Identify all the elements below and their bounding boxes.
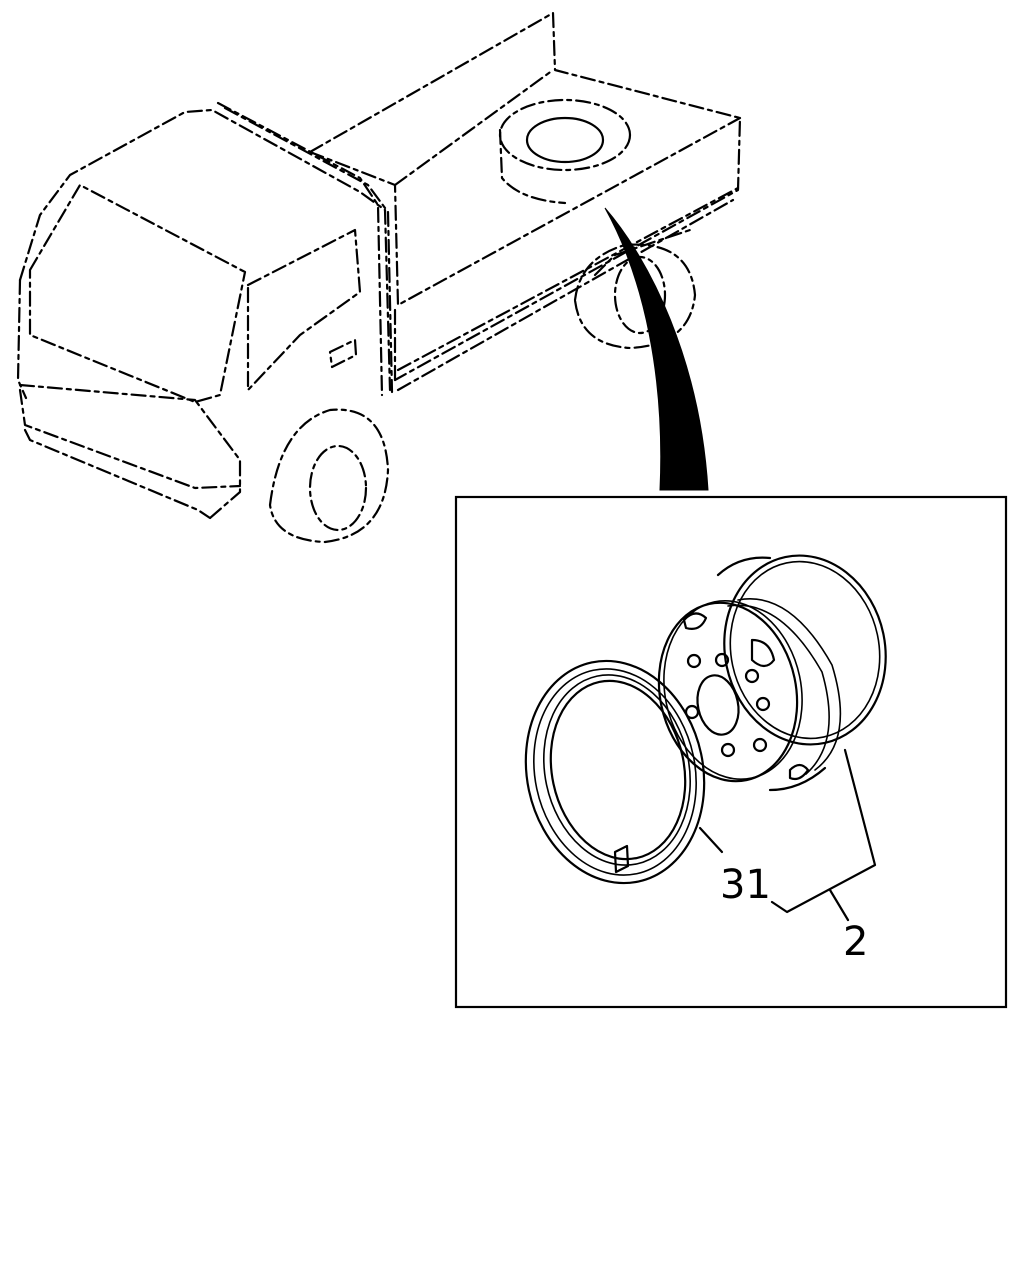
detail-frame: [454, 495, 1008, 1009]
side-ring: [524, 659, 706, 885]
rear-wheel-phantom: [573, 228, 697, 350]
leader-lines: [698, 748, 877, 922]
front-wheel-phantom: [268, 408, 390, 544]
pointer-arrow: [604, 207, 709, 491]
truck-illustration: [16, 11, 742, 544]
wheel-rim: [657, 554, 887, 792]
callout-2: 2: [843, 919, 868, 965]
spare-tire-phantom: [498, 98, 632, 205]
callout-31: 31: [720, 862, 771, 908]
cargo-bed-phantom: [308, 11, 742, 392]
